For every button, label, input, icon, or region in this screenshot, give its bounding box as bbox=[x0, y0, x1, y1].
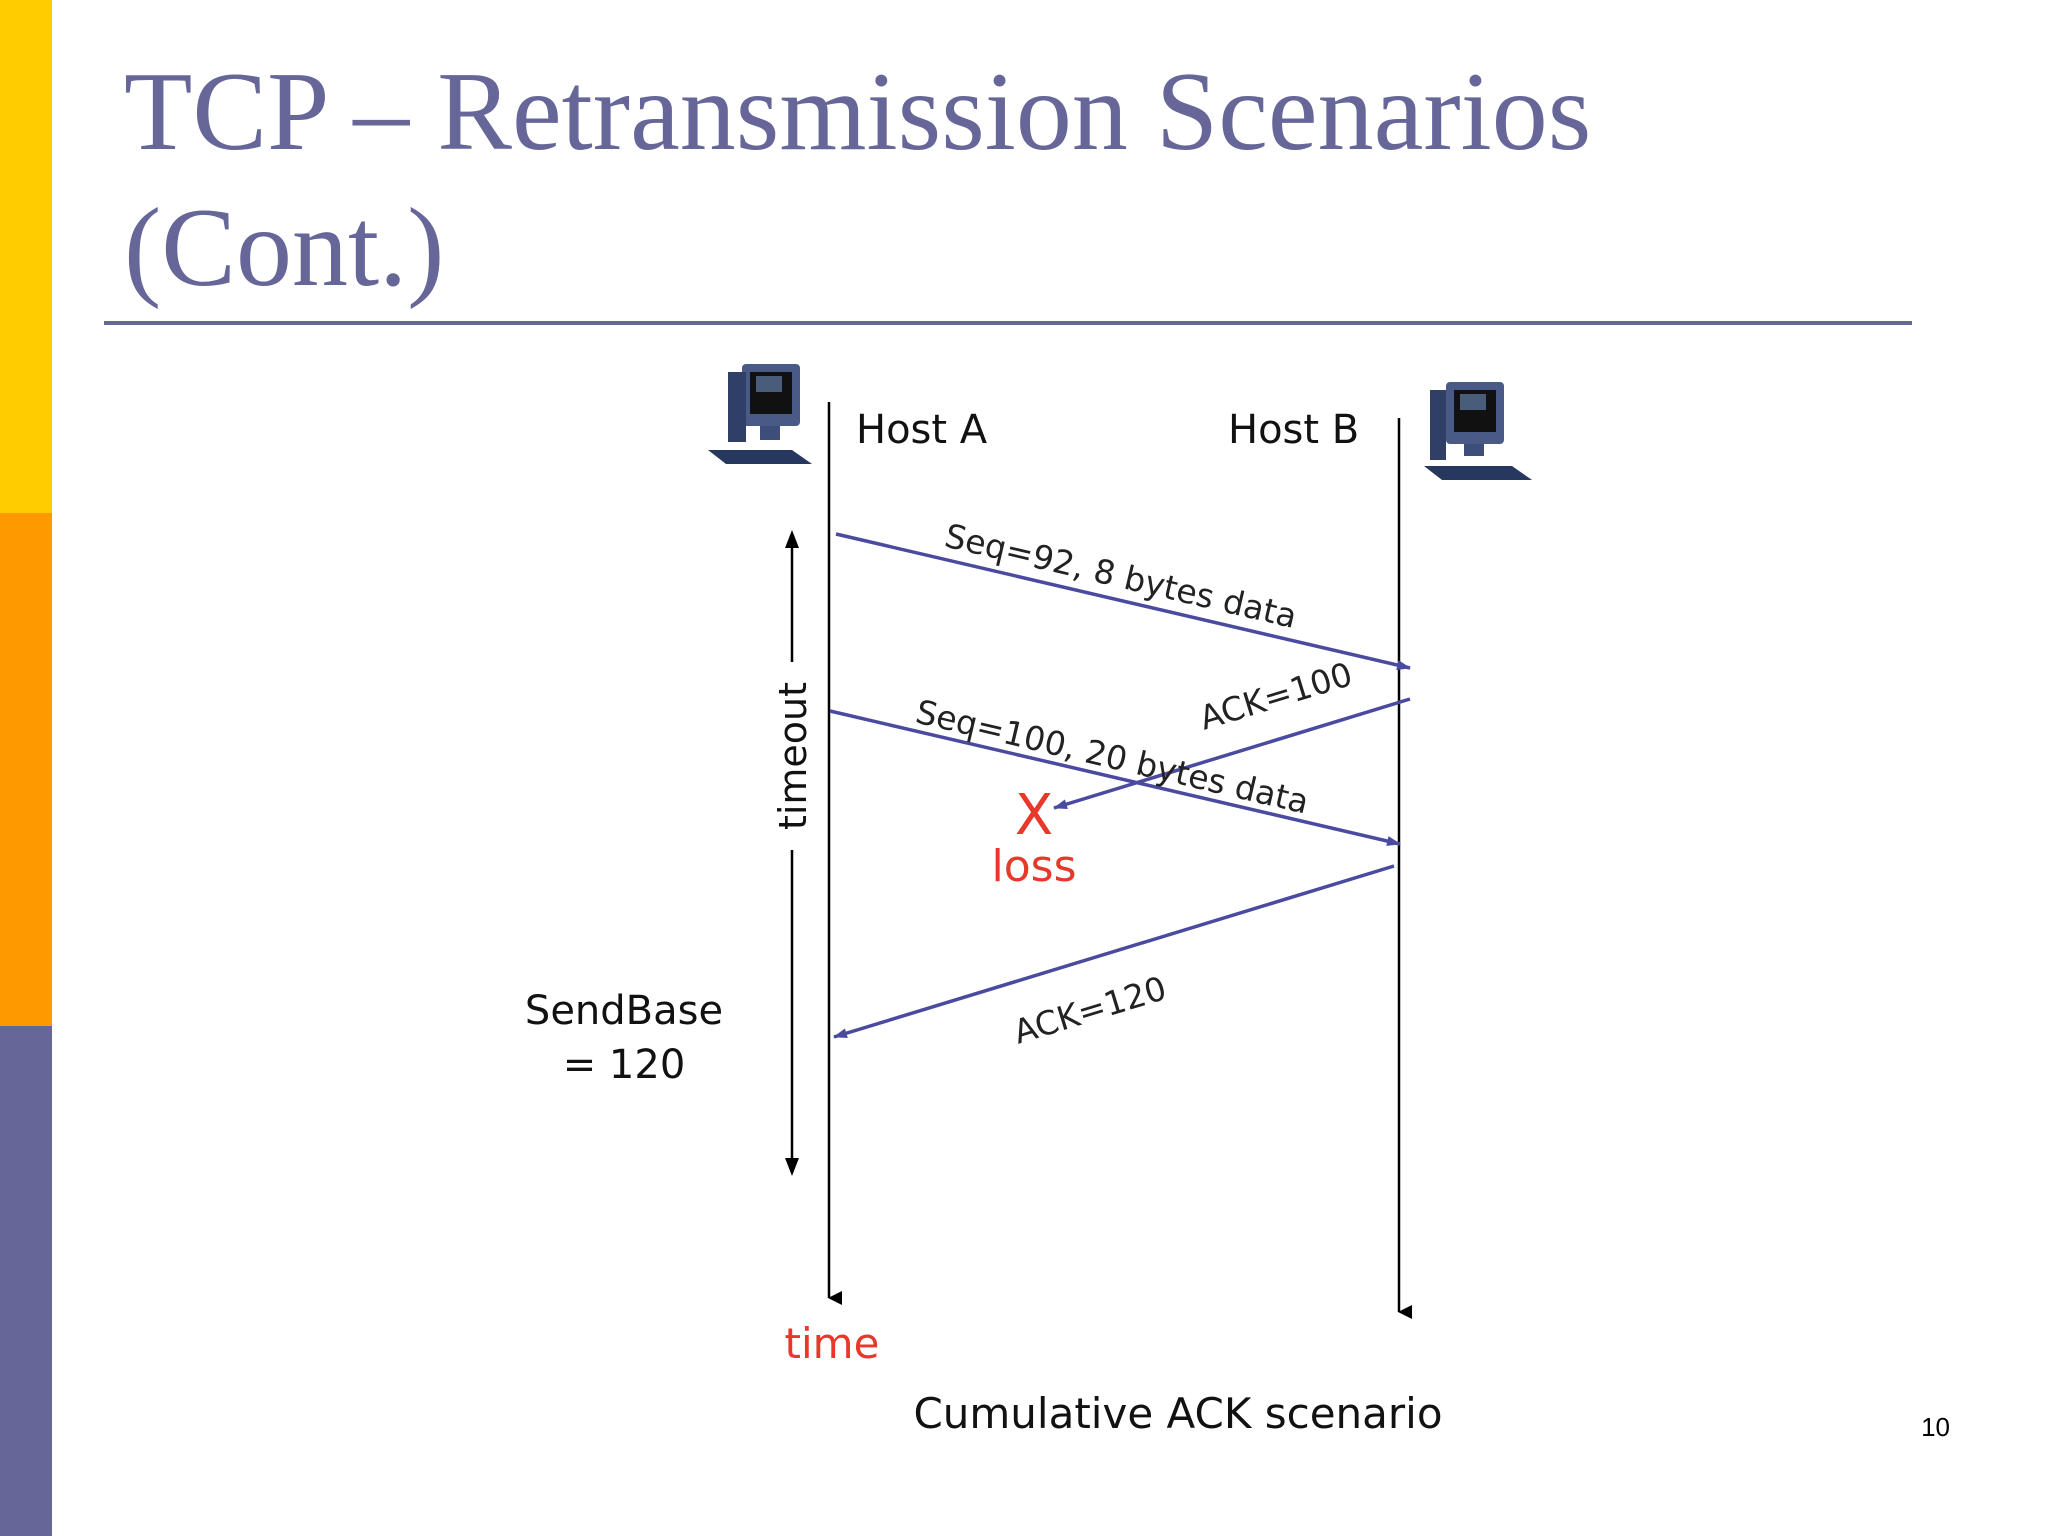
sidebar-yellow-block bbox=[0, 0, 52, 513]
host-b-label: Host B bbox=[1228, 407, 1359, 453]
sendbase-label-line-1: SendBase bbox=[525, 988, 723, 1034]
ack-arrow-120 bbox=[833, 864, 1395, 1039]
time-axis-label: time bbox=[785, 1319, 880, 1368]
sendbase-label-line-2: = 120 bbox=[563, 1042, 686, 1088]
computer-icon bbox=[708, 364, 812, 464]
slide-title: TCP – Retransmission Scenarios (Cont.) bbox=[124, 44, 1904, 316]
loss-x-mark: X bbox=[1015, 783, 1053, 848]
segment-arrow-seq100 bbox=[829, 709, 1401, 846]
ack-arrow-100 bbox=[1053, 697, 1411, 810]
page-number: 10 bbox=[1921, 1412, 1950, 1442]
ack-label-120: ACK=120 bbox=[1009, 968, 1171, 1051]
timeout-bracket bbox=[785, 530, 799, 1176]
diagram-caption: Cumulative ACK scenario bbox=[913, 1389, 1442, 1438]
sidebar-orange-block bbox=[0, 513, 52, 1026]
slide-title-line-1: TCP – Retransmission Scenarios bbox=[124, 50, 1592, 174]
segment-arrow-seq92 bbox=[835, 532, 1411, 670]
timeout-label: timeout bbox=[771, 682, 815, 830]
slide-title-line-2: (Cont.) bbox=[124, 186, 445, 310]
computer-icon bbox=[1424, 382, 1532, 480]
segment-label-seq92: Seq=92, 8 bytes data bbox=[941, 516, 1300, 636]
title-underline bbox=[104, 321, 1912, 325]
loss-label: loss bbox=[992, 841, 1077, 892]
sidebar-purple-block bbox=[0, 1026, 52, 1536]
host-a-label: Host A bbox=[856, 407, 988, 453]
ack-label-100: ACK=100 bbox=[1195, 654, 1357, 737]
